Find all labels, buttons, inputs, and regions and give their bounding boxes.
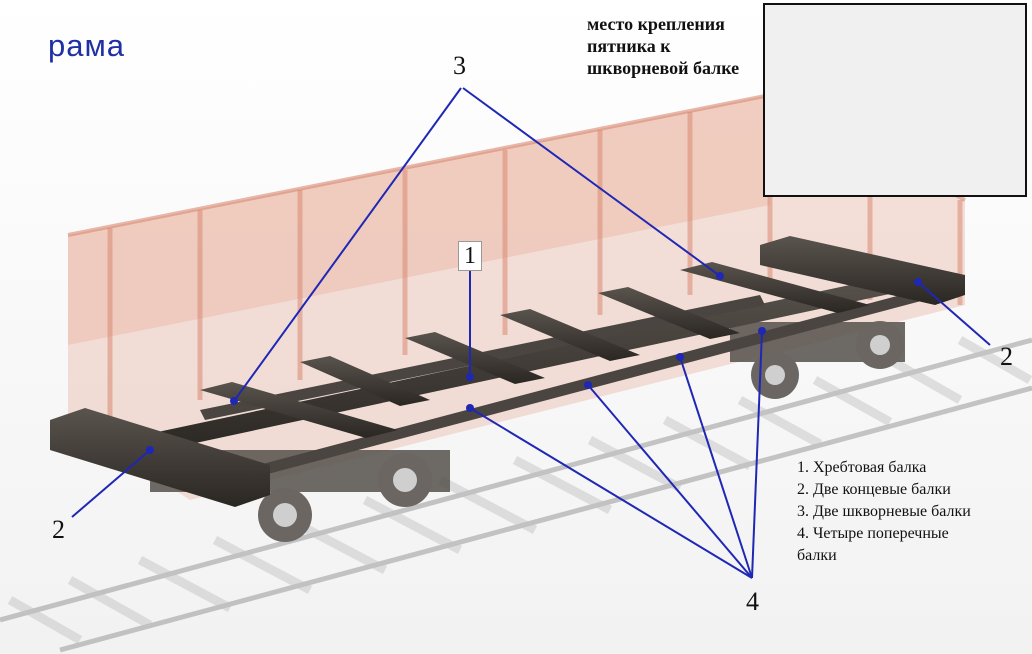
- inset-caption-line: пятника к: [587, 36, 671, 56]
- legend-item: 1. Хребтовая балка: [797, 459, 927, 476]
- callout-2-left: 2: [52, 515, 65, 544]
- leader-4-crossbearer-1: [469, 407, 753, 579]
- legend: 1. Хребтовая балка 2. Две концевые балки…: [797, 457, 971, 567]
- leader-3-to-right-bolster: [462, 87, 721, 277]
- diagram-title: рама: [48, 28, 126, 63]
- inset-caption-line: шкворневой балке: [587, 58, 740, 78]
- leader-4-crossbearer-2: [587, 384, 753, 579]
- leader-2-right-end-sill: [917, 281, 991, 346]
- legend-item: 3. Две шкворневые балки: [797, 503, 971, 520]
- leader-dots: [146, 272, 922, 454]
- leader-4-crossbearer-3: [679, 356, 753, 579]
- callout-1: 1: [458, 241, 482, 271]
- leader-4-crossbearer-4: [751, 330, 763, 579]
- inset-caption-line: место крепления: [587, 14, 725, 34]
- bogie-right: [730, 321, 905, 399]
- inset-photo-frame: [763, 3, 1027, 197]
- callout-3: 3: [453, 51, 466, 80]
- leader-lines: [71, 87, 991, 579]
- callout-4: 4: [746, 587, 759, 616]
- legend-item: 2. Две концевые балки: [797, 481, 951, 498]
- callout-2-right: 2: [1000, 342, 1013, 371]
- leader-2-left-end-sill: [71, 449, 151, 518]
- frame: [50, 236, 965, 507]
- legend-item: 4. Четыре поперечные: [797, 525, 949, 542]
- inset-caption: место крепления пятника к шкворневой бал…: [587, 13, 739, 79]
- leader-3-to-left-bolster: [233, 87, 462, 402]
- legend-item: балки: [797, 547, 837, 564]
